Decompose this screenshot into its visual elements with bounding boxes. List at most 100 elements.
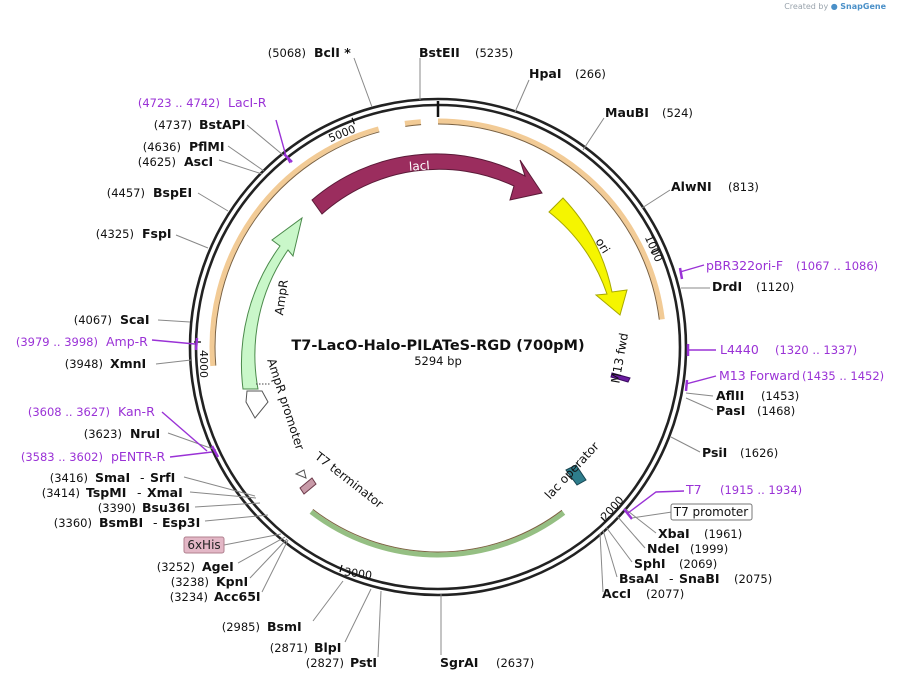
enzyme-BspEI[interactable]: BspEI [153,185,192,200]
lac-operator-feature[interactable] [565,464,587,486]
primer-pENTR-R[interactable]: pENTR-R [111,449,166,464]
enzyme-XmnI[interactable]: XmnI [110,356,146,371]
enzyme-ScaI[interactable]: ScaI [120,312,150,327]
ampR-feature[interactable] [240,216,303,390]
t7-terminator-arrow-icon [294,469,307,479]
enzyme-NdeI[interactable]: NdeI [647,541,680,556]
primer-L4440[interactable]: L4440 [720,342,759,357]
enzyme-MauBI[interactable]: MauBI [605,105,649,120]
enzyme-AccI[interactable]: AccI [602,586,631,601]
enzyme-pos: (2637) [496,656,534,670]
ori-feature[interactable] [548,197,628,316]
enzyme-pos: (266) [575,67,606,81]
enzyme-pos: (3623) [84,427,122,441]
enzyme-BsmBI[interactable]: BsmBI [99,515,143,530]
enzyme-AflII[interactable]: AflII [716,388,744,403]
enzyme-separator: - [140,470,145,485]
tick-label-2000: 2000 [598,494,626,524]
enzyme-separator: - [153,515,158,530]
t7-promoter-box[interactable] [670,503,753,521]
primer-T7[interactable]: T7 [685,482,702,497]
enzyme-pos: (3948) [65,357,103,371]
enzyme-SmaI[interactable]: SmaI [95,470,130,485]
orf-arc [309,509,566,558]
enzyme-pos: (1999) [690,542,728,556]
his-tag-box[interactable] [183,536,225,554]
enzyme-pos: (2075) [734,572,772,586]
primer-Kan-R-line [161,411,208,452]
enzyme-FspI[interactable]: FspI [142,226,172,241]
enzyme-PsiI[interactable]: PsiI [702,445,727,460]
primer-Amp-R[interactable]: Amp-R [106,334,148,349]
orf-arc [404,119,421,126]
enzyme-SnaBI[interactable]: SnaBI [679,571,720,586]
credit-brand: SnapGene [840,2,886,11]
enzyme-line [183,476,256,497]
orf-arc [209,126,380,367]
primer-range: (1915 .. 1934) [720,483,802,497]
enzyme-NruI[interactable]: NruI [130,426,160,441]
ampR-label: AmpR [272,279,291,316]
primer-Kan-R[interactable]: Kan-R [118,404,155,419]
primer-pENTR-R-line [169,451,213,458]
enzyme-Acc65I[interactable]: Acc65I [214,589,261,604]
enzyme-HpaI[interactable]: HpaI [529,66,562,81]
enzyme-AscI[interactable]: AscI [184,154,213,169]
tick-label-4000: 4000 [197,350,210,378]
enzyme-SgrAI[interactable]: SgrAI [440,655,478,670]
enzyme-line [227,145,265,172]
enzyme-PstI[interactable]: PstI [350,655,377,670]
enzyme-Bsu36I[interactable]: Bsu36I [142,500,190,515]
enzyme-pos: (4625) [138,155,176,169]
enzyme-TspMI[interactable]: TspMI [86,485,126,500]
enzyme-BsaAI[interactable]: BsaAI [619,571,659,586]
enzyme-SrfI[interactable]: SrfI [150,470,175,485]
enzyme-BstEII[interactable]: BstEII [419,45,460,60]
enzyme-DrdI[interactable]: DrdI [712,279,742,294]
enzyme-Esp3I[interactable]: Esp3I [162,515,200,530]
enzyme-BstAPI[interactable]: BstAPI [199,117,245,132]
orf-arc [312,509,563,553]
enzyme-line [344,588,372,643]
enzyme-pos: (3234) [170,590,208,604]
ampR-promoter-feature[interactable] [245,390,269,419]
tick-1000 [650,249,659,254]
enzyme-pos: (813) [728,180,759,194]
enzyme-line [353,57,373,108]
primer-M13-Forward[interactable]: M13 Forward [719,368,800,383]
enzyme-BclI[interactable]: BclI * [314,45,351,60]
enzyme-AgeI[interactable]: AgeI [202,559,234,574]
enzyme-line [602,529,618,578]
enzyme-line [685,397,714,411]
tick-3000 [339,564,343,573]
orf-arc [214,131,380,366]
t7-promoter-label: T7 promoter [673,505,749,519]
enzyme-line [204,514,269,522]
enzyme-line [237,536,286,564]
enzyme-line [514,79,530,113]
enzyme-PasI[interactable]: PasI [716,403,745,418]
primer-pBR322ori-F[interactable]: pBR322ori-F [706,258,783,273]
enzyme-pos: (3252) [157,560,195,574]
m13-fwd-feature[interactable] [610,372,631,383]
enzyme-pos: (2827) [306,656,344,670]
enzyme-separator: - [669,571,674,586]
primer-LacI-R[interactable]: LacI-R [228,95,267,110]
enzyme-pos: (1468) [757,404,795,418]
enzyme-line [194,502,261,508]
enzyme-PflMI[interactable]: PflMI [189,139,225,154]
enzyme-line [157,319,191,323]
enzyme-AlwNI[interactable]: AlwNI [671,179,712,194]
orf-arc [405,124,422,127]
enzyme-SphI[interactable]: SphI [634,556,666,571]
lacI-feature[interactable] [311,153,543,215]
enzyme-BlpI[interactable]: BlpI [314,640,341,655]
enzyme-XmaI[interactable]: XmaI [147,485,183,500]
enzyme-KpnI[interactable]: KpnI [216,574,248,589]
enzyme-XbaI[interactable]: XbaI [658,526,690,541]
t7-terminator-feature[interactable] [299,477,317,495]
primer-range: (1320 .. 1337) [775,343,857,357]
enzyme-BsmI[interactable]: BsmI [267,619,302,634]
enzyme-pos: (2077) [646,587,684,601]
ampR-promoter-label: AmpR promoter [264,357,307,452]
